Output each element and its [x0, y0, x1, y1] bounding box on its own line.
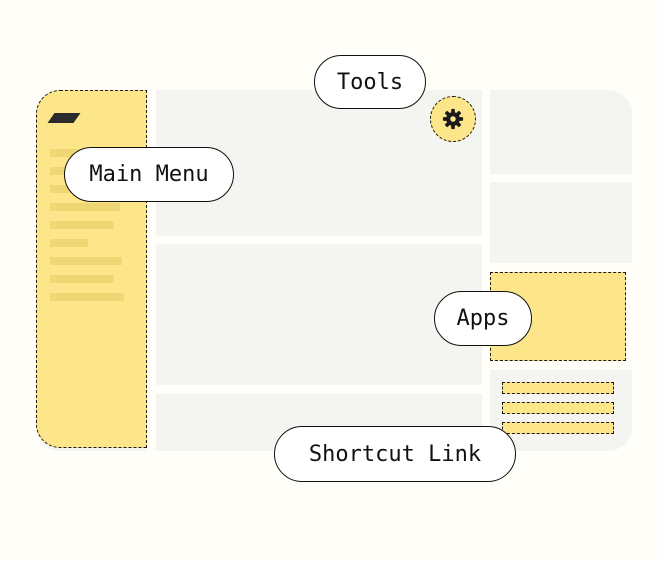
row-gutter [490, 263, 632, 272]
tools-callout: Tools [314, 55, 426, 109]
logo-mark-icon [47, 113, 81, 123]
tools-button[interactable] [430, 96, 476, 142]
column-gutter [482, 90, 490, 451]
main-menu-callout: Main Menu [64, 147, 234, 202]
apps-label: Apps [456, 306, 510, 331]
frame-edge [626, 263, 632, 370]
apps-callout: Apps [434, 291, 532, 346]
row-gutter [156, 385, 482, 394]
tools-label: Tools [336, 69, 404, 95]
shortcut-link-label: Shortcut Link [308, 441, 482, 467]
column-gutter [147, 90, 156, 451]
shortcut-link-item[interactable] [502, 382, 614, 394]
shortcut-link-item[interactable] [502, 402, 614, 414]
row-gutter [490, 361, 632, 370]
main-menu-label: Main Menu [89, 162, 209, 187]
main-menu-sidebar [36, 90, 147, 448]
gear-icon [442, 108, 464, 130]
menu-item-placeholder [50, 239, 88, 247]
menu-item-placeholder [50, 293, 124, 301]
row-gutter [490, 174, 632, 182]
menu-item-placeholder [50, 275, 114, 283]
shortcut-link-item[interactable] [502, 422, 614, 434]
menu-item-placeholder [50, 221, 114, 229]
shortcut-link-callout: Shortcut Link [274, 426, 516, 482]
menu-item-placeholder [50, 257, 122, 265]
menu-item-placeholder [50, 203, 120, 211]
row-gutter [156, 236, 482, 244]
